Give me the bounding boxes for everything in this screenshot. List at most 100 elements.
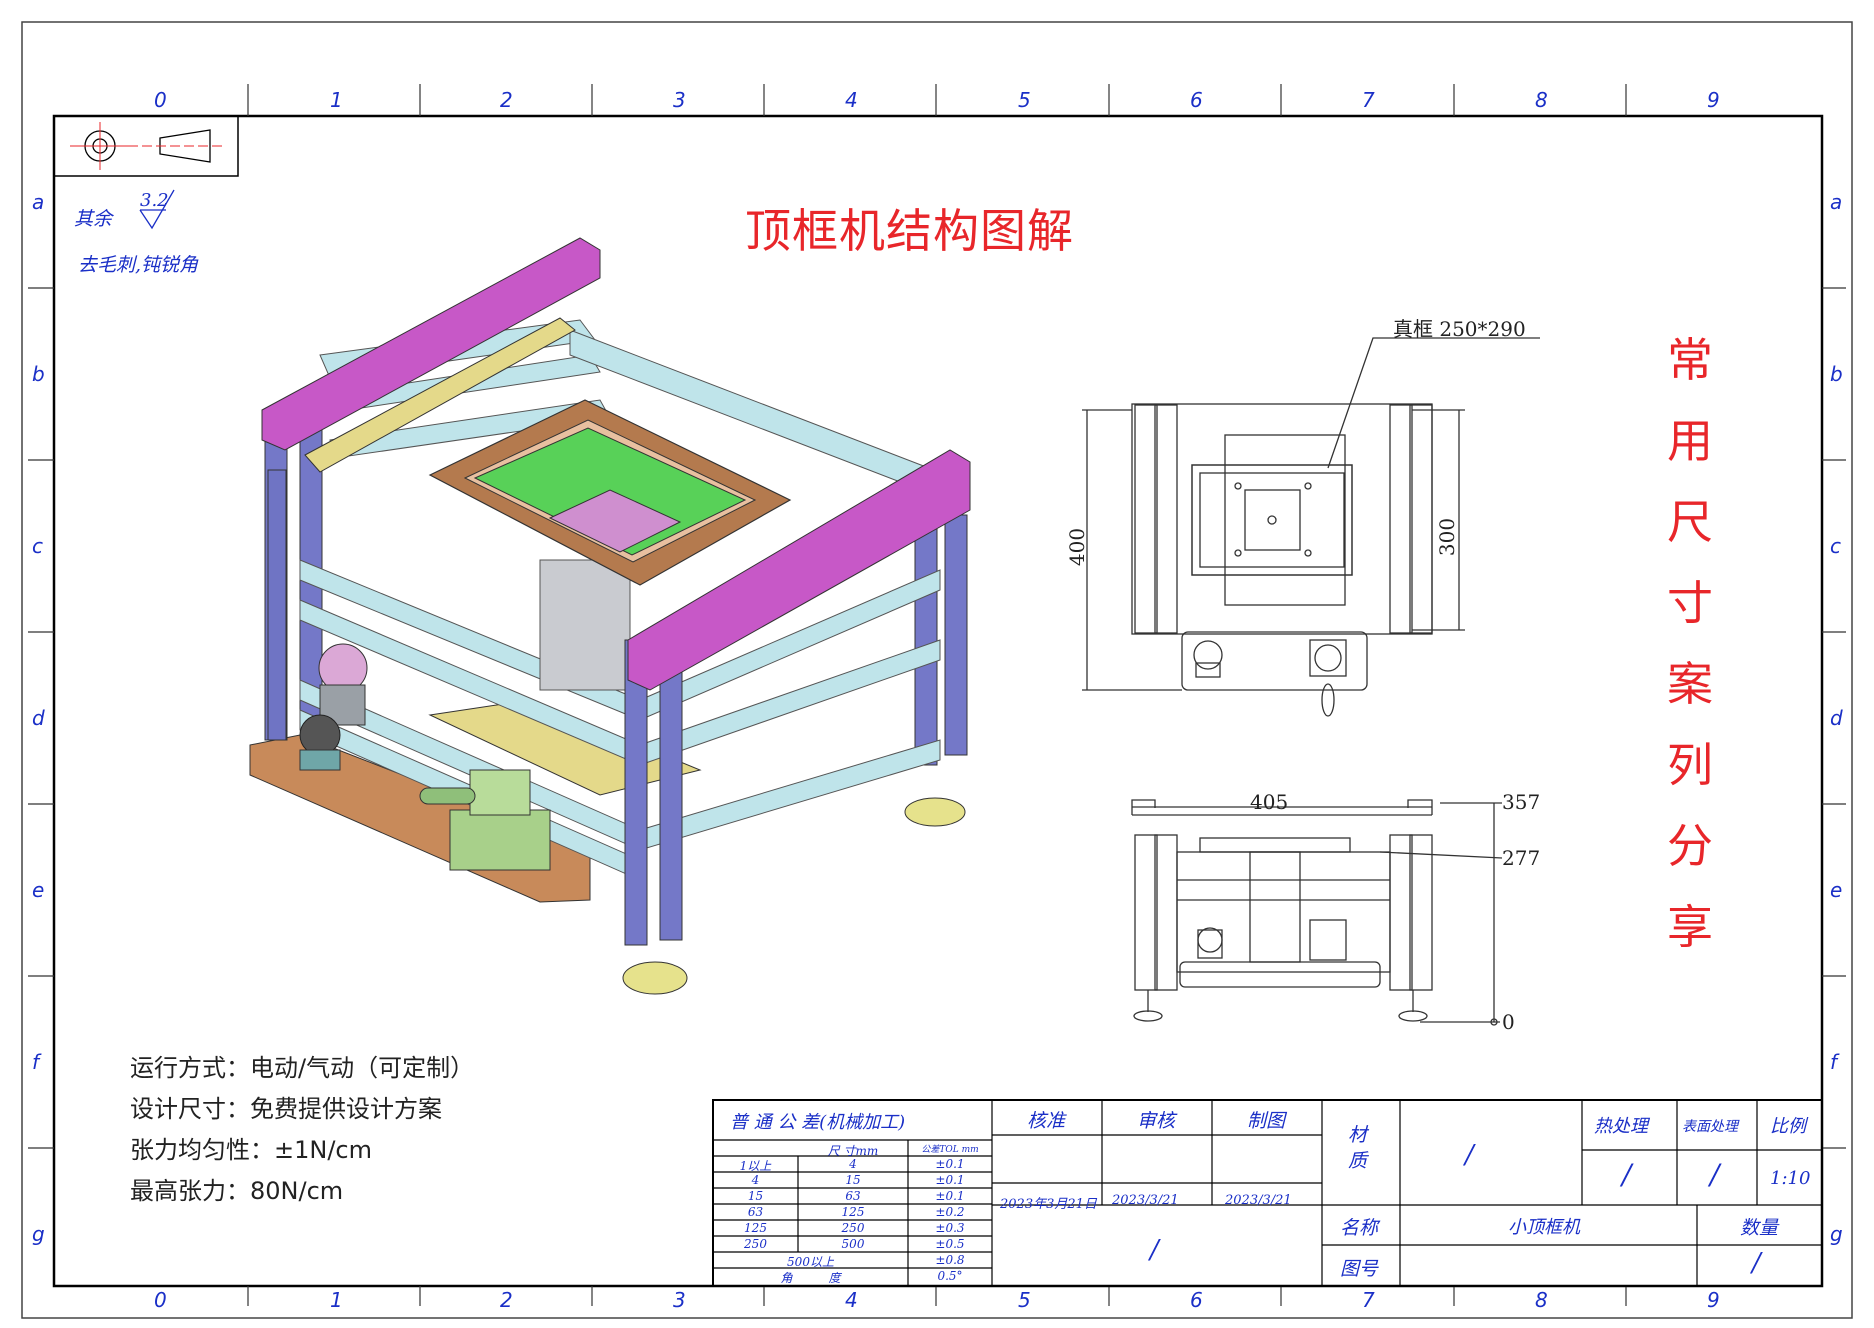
dim-height-400: 400: [1065, 527, 1090, 567]
tol-row-value: ±0.1: [935, 1173, 965, 1187]
tol-row-value: ±0.1: [935, 1157, 965, 1171]
tol-row-from: 63: [747, 1205, 764, 1219]
dim-0: 0: [1502, 1010, 1515, 1034]
zone-row-f-right: f: [1830, 1050, 1838, 1074]
roughness-value: 3.2: [140, 190, 169, 211]
dim-357: 357: [1502, 790, 1541, 814]
date-approve: 2023年3月21日: [1000, 1197, 1097, 1212]
tol-over-500-value: ±0.8: [935, 1253, 965, 1267]
date-review: 2023/3/21: [1112, 1193, 1179, 1208]
title-block-grid: [712, 1099, 1823, 1287]
tol-row-from: 250: [744, 1237, 767, 1251]
dim-width-405: 405: [1250, 790, 1289, 814]
front-view-drawing: [1131, 799, 1503, 1026]
zone-row-b-right: b: [1830, 362, 1843, 386]
date-draw: 2023/3/21: [1225, 1193, 1292, 1208]
tol-row-to: 4: [849, 1157, 857, 1171]
side-caption: 常 用 尺 寸 案 列 分 享: [1660, 320, 1720, 968]
tol-row-value: ±0.3: [935, 1221, 965, 1235]
tol-row-to: 15: [845, 1173, 861, 1187]
zone-col-8-top: 8: [1535, 88, 1548, 112]
page-title: 顶框机结构图解: [745, 204, 1074, 258]
center-slash: /: [1150, 1235, 1159, 1265]
tol-row-value: ±0.5: [935, 1237, 965, 1251]
zone-col-7-bottom: 7: [1362, 1288, 1375, 1312]
zone-col-1-bottom: 1: [330, 1288, 343, 1312]
tol-row-value: ±0.2: [935, 1205, 965, 1219]
zone-row-f-left: f: [32, 1050, 40, 1074]
zone-row-d-left: d: [32, 706, 45, 730]
zone-col-1-top: 1: [330, 88, 343, 112]
tol-row-to: 63: [845, 1189, 861, 1203]
scale-label: 比例: [1770, 1116, 1806, 1137]
roughness-symbol: [139, 189, 175, 230]
zone-row-g-left: g: [32, 1222, 45, 1246]
tol-row-from: 15: [747, 1189, 764, 1203]
quantity-value: /: [1752, 1248, 1761, 1278]
side-char: 列: [1667, 738, 1713, 792]
side-char: 享: [1667, 900, 1713, 954]
zone-row-e-right: e: [1830, 878, 1843, 902]
zone-row-g-right: g: [1830, 1222, 1843, 1246]
draw-label: 制图: [1247, 1110, 1286, 1132]
zone-col-2-top: 2: [500, 88, 513, 112]
frame-size-label: 真框 250*290: [1393, 317, 1526, 341]
zone-col-0-top: 0: [154, 88, 167, 112]
zone-col-7-top: 7: [1362, 88, 1375, 112]
zone-col-5-bottom: 5: [1018, 1288, 1031, 1312]
zone-col-6-top: 6: [1190, 88, 1203, 112]
zone-col-6-bottom: 6: [1190, 1288, 1203, 1312]
review-label: 审核: [1137, 1110, 1176, 1132]
side-char: 寸: [1667, 576, 1713, 630]
tol-row-from: 1以上: [739, 1159, 772, 1173]
scale-value: 1:10: [1770, 1168, 1811, 1189]
tol-angle: 角 度: [780, 1271, 841, 1285]
zone-col-3-top: 3: [673, 88, 686, 112]
zone-col-2-bottom: 2: [500, 1288, 513, 1312]
spec-tension-uniformity: 张力均匀性：±1N/cm: [130, 1136, 372, 1164]
part-name: 小顶框机: [1508, 1217, 1580, 1238]
zone-col-9-top: 9: [1707, 88, 1720, 112]
zone-col-4-top: 4: [845, 88, 858, 112]
zone-col-8-bottom: 8: [1535, 1288, 1548, 1312]
top-view-drawing: [1082, 337, 1540, 717]
deburr-note: 去毛刺,钝锐角: [78, 254, 199, 276]
projection-symbol: [53, 115, 239, 177]
zone-col-9-bottom: 9: [1707, 1288, 1720, 1312]
side-char: 分: [1667, 819, 1713, 873]
spec-operation-mode: 运行方式：电动/气动（可定制）: [130, 1054, 475, 1082]
zone-row-d-right: d: [1830, 706, 1843, 730]
dim-height-300: 300: [1435, 517, 1460, 557]
tol-row-from: 4: [751, 1173, 760, 1187]
side-char: 案: [1667, 657, 1713, 711]
zone-col-5-top: 5: [1018, 88, 1031, 112]
heat-treatment-label: 热处理: [1594, 1116, 1648, 1137]
drawing-number-label: 图号: [1340, 1258, 1379, 1280]
zone-row-e-left: e: [32, 878, 45, 902]
tol-row-to: 500: [841, 1237, 865, 1251]
heat-treatment-value: /: [1622, 1158, 1632, 1191]
roughness-note: 其余: [74, 208, 113, 230]
zone-row-c-left: c: [32, 534, 43, 558]
tol-row-to: 125: [841, 1205, 865, 1219]
name-label: 名称: [1340, 1217, 1379, 1239]
zone-row-a-right: a: [1830, 190, 1843, 214]
quantity-label: 数量: [1740, 1217, 1779, 1239]
tol-angle-value: 0.5°: [937, 1269, 963, 1283]
surface-treatment-value: /: [1710, 1158, 1720, 1191]
side-char: 常: [1667, 333, 1713, 387]
isometric-machine-illustration: [249, 237, 971, 995]
side-char: 尺: [1667, 495, 1713, 549]
tolerance-header: 公差TOL mm: [921, 1145, 979, 1155]
zone-col-3-bottom: 3: [673, 1288, 686, 1312]
size-header: 尺 寸mm: [827, 1144, 879, 1158]
material-value: /: [1465, 1140, 1474, 1170]
zone-row-a-left: a: [32, 190, 45, 214]
side-char: 用: [1667, 414, 1713, 468]
material-label: 材 质: [1348, 1124, 1368, 1172]
tol-row-from: 125: [744, 1221, 767, 1235]
tolerance-title: 普 通 公 差(机械加工): [730, 1112, 906, 1133]
spec-design-size: 设计尺寸：免费提供设计方案: [130, 1095, 442, 1123]
zone-col-0-bottom: 0: [154, 1288, 167, 1312]
